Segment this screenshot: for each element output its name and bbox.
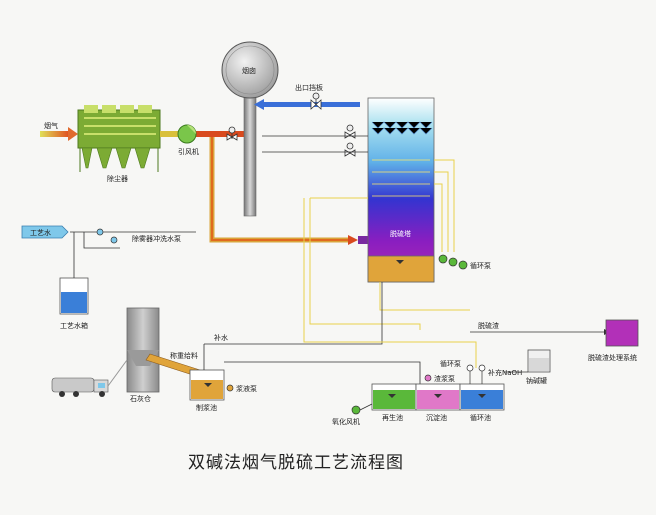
caustic-tank-label: 钠碱罐: [526, 376, 547, 385]
circulating-pump-label: 循环泵: [470, 261, 491, 270]
lime-silo: 石灰仓: [126, 307, 160, 403]
duct-valves: [226, 126, 238, 141]
oxidation-fan-label: 氧化风机: [332, 417, 360, 426]
tower-inlet-valves: [262, 124, 368, 157]
flue-gas-label: 烟气: [44, 121, 58, 130]
flush-pump-label: 除雾器冲洗水泵: [132, 234, 181, 243]
chimney-label: 烟囱: [242, 66, 256, 75]
diagram-title: 双碱法烟气脱硫工艺流程图: [188, 453, 404, 473]
slag-treatment-system: 脱硫渣处理系统: [588, 319, 639, 362]
process-water: 工艺水 除雾器冲洗水泵: [21, 225, 196, 249]
naoh-label: 补充NaOH: [488, 368, 522, 377]
spray-supply-lines: [309, 159, 470, 330]
makeup-water-label: 补水: [214, 333, 228, 342]
oxidation-fan: 氧化风机: [332, 403, 373, 426]
tank-pumps: 循环泵 渣浆泵 补充NaOH: [303, 198, 522, 384]
collector-bags: [84, 105, 156, 135]
process-water-label: 工艺水: [30, 228, 51, 237]
tank-train: 再生池 沉淀池 循环池: [371, 383, 505, 422]
regeneration-tank-label: 再生池: [382, 413, 403, 422]
chimney: 烟囱: [221, 41, 279, 217]
process-water-tank-label: 工艺水箱: [60, 321, 88, 330]
circ-pump-2-label: 循环泵: [440, 359, 461, 368]
desulfurization-slag-label: 脱硫渣: [478, 321, 499, 330]
caustic-tank: 钠碱罐: [504, 349, 551, 385]
id-fan: 引风机: [177, 124, 199, 156]
slurry-pump-label: 浆液泵: [236, 384, 257, 393]
lime-truck: [51, 359, 128, 397]
circulating-tank-label: 循环池: [470, 413, 491, 422]
mist-eliminator: [371, 121, 433, 135]
flue-gas-inlet: 烟气: [40, 121, 78, 141]
lime-silo-label: 石灰仓: [130, 394, 151, 403]
dust-collector: 除尘器: [77, 105, 161, 183]
tower-label: 脱硫塔: [390, 229, 411, 238]
desulfurization-tower: 脱硫塔: [367, 97, 435, 283]
slag-line: 脱硫渣: [470, 321, 610, 335]
clean-gas-duct: 出口挡板: [254, 83, 360, 110]
slurry-tank-label: 制浆池: [196, 403, 217, 412]
tower-circulating-pumps: 循环泵: [438, 254, 491, 270]
dust-collector-label: 除尘器: [107, 174, 128, 183]
process-water-tank: 工艺水箱: [59, 232, 89, 330]
sedimentation-tank-label: 沉淀池: [426, 413, 447, 422]
slag-pump-label: 渣浆泵: [434, 374, 455, 383]
makeup-water-line: 补水: [203, 282, 421, 384]
weighing-feed-label: 称重给料: [170, 351, 198, 360]
slag-treatment-label: 脱硫渣处理系统: [588, 353, 637, 362]
id-fan-label: 引风机: [178, 147, 199, 156]
outlet-damper-label: 出口挡板: [295, 83, 323, 92]
spray-headers: [372, 159, 430, 197]
slurry-tank: 制浆池 浆液泵: [189, 369, 257, 412]
